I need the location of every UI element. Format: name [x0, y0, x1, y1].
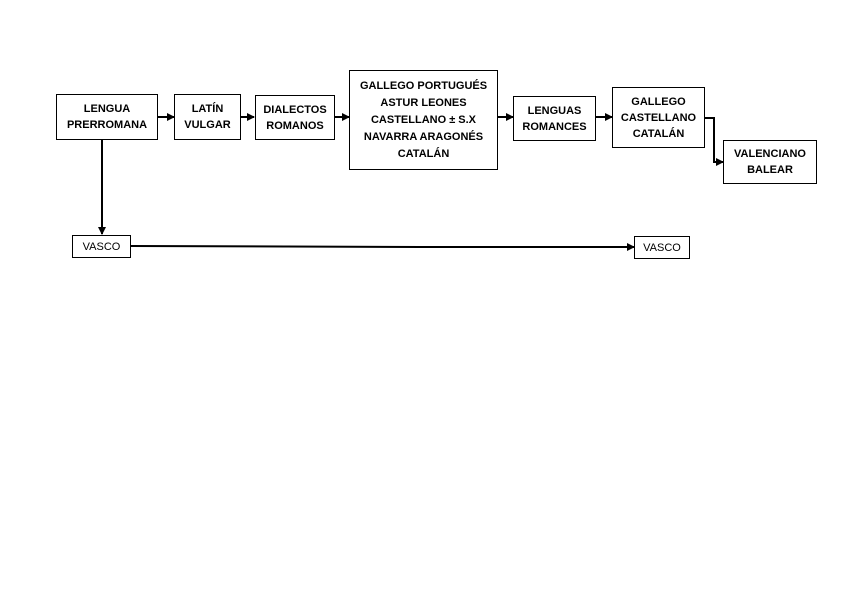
node-label-line: CATALÁN [397, 147, 450, 160]
node-dialectos-peninsulares: GALLEGO PORTUGUÉS ASTUR LEONES CASTELLAN… [349, 70, 498, 170]
node-label-line: GALLEGO PORTUGUÉS [359, 79, 488, 92]
node-valenciano-balear: VALENCIANO BALEAR [723, 140, 817, 184]
node-label-line: VASCO [643, 241, 681, 254]
node-label-line: DIALECTOS [263, 103, 327, 116]
node-latin-vulgar: LATÍN VULGAR [174, 94, 241, 140]
node-label-line: BALEAR [747, 164, 793, 176]
node-lengua-prerromana: LENGUA PRERROMANA [56, 94, 158, 140]
node-label-line: ROMANOS [266, 119, 324, 132]
node-label-line: CATALÁN [632, 127, 685, 140]
node-label-line: ROMANCES [522, 120, 587, 133]
node-label-line: LENGUAS [527, 104, 582, 117]
node-label-line: VASCO [82, 240, 121, 253]
node-dialectos-romanos: DIALECTOS ROMANOS [255, 95, 335, 140]
node-vasco-right: VASCO [634, 236, 690, 259]
node-label-line: VALENCIANO [734, 148, 806, 160]
node-label-line: GALLEGO [631, 95, 686, 108]
node-label-line: CASTELLANO [620, 111, 697, 124]
node-lenguas-romances: LENGUAS ROMANCES [513, 96, 596, 141]
node-label-line: VULGAR [184, 119, 231, 131]
arrow-vasco-to-vasco [130, 243, 635, 251]
node-label-line: ASTUR LEONES [380, 96, 467, 109]
node-vasco-left: VASCO [72, 235, 131, 258]
node-label-line: NAVARRA ARAGONÉS [363, 130, 484, 143]
node-label-line: PRERROMANA [66, 119, 148, 131]
node-label-line: LATÍN [191, 103, 224, 115]
node-lenguas-actuales: GALLEGO CASTELLANO CATALÁN [612, 87, 705, 148]
node-label-line: CASTELLANO ± S.X [370, 113, 477, 126]
node-label-line: LENGUA [83, 103, 131, 115]
arrow-actuales-to-valenciano [705, 117, 724, 166]
